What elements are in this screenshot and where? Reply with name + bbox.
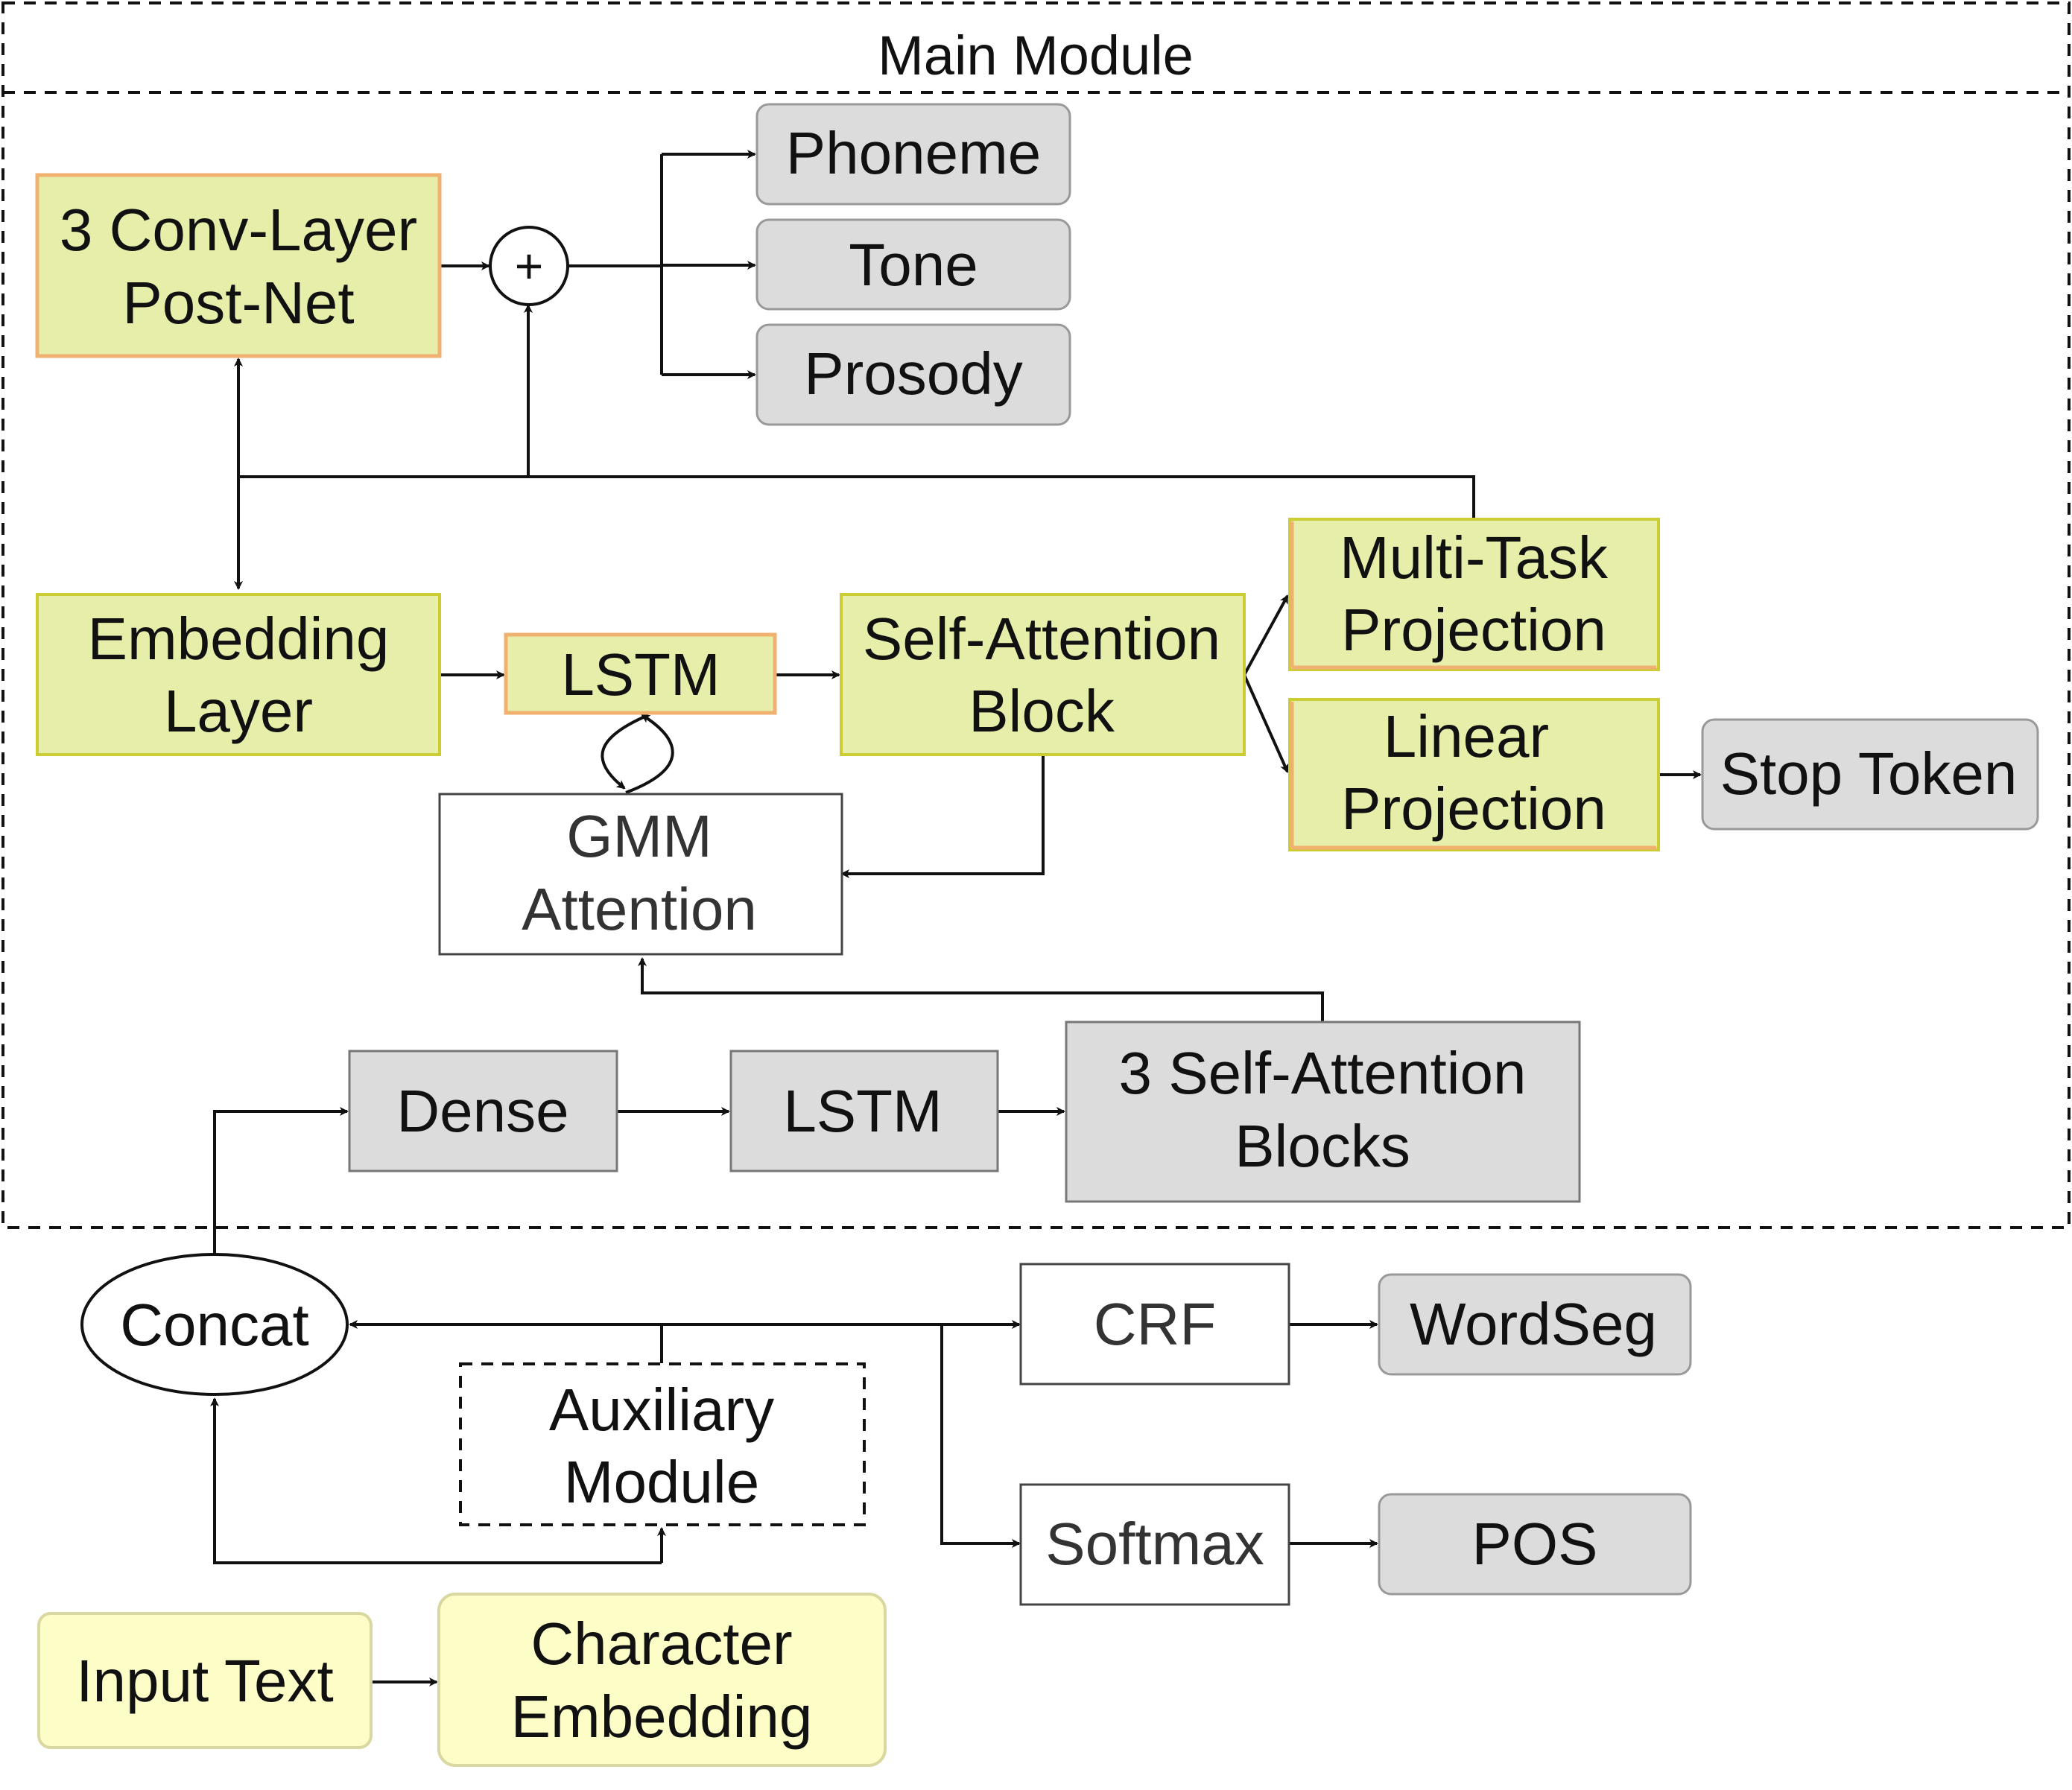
self-attention-blocks-line2: Blocks (1235, 1113, 1410, 1179)
softmax-box: Softmax (1019, 1483, 1290, 1606)
auxiliary-module-line1: Auxiliary (549, 1377, 774, 1443)
plus-sign: + (515, 238, 544, 293)
phoneme-box: Phoneme (755, 103, 1071, 206)
concat-node: Concat (80, 1253, 349, 1396)
post-net-label-line2: Post-Net (122, 270, 354, 336)
wordseg-label: WordSeg (1410, 1291, 1657, 1357)
prosody-box: Prosody (755, 323, 1071, 426)
crf-label: CRF (1094, 1291, 1216, 1357)
connectors (210, 150, 1702, 1686)
multi-task-projection-line2: Projection (1341, 597, 1606, 663)
lstm-bottom-label: LSTM (783, 1078, 942, 1144)
wordseg-box: WordSeg (1378, 1273, 1692, 1376)
pos-box: POS (1378, 1493, 1692, 1596)
character-embedding-line2: Embedding (511, 1683, 813, 1750)
pos-label: POS (1472, 1511, 1598, 1577)
self-attention-blocks-box: 3 Self-Attention Blocks (1065, 1021, 1581, 1203)
input-text-label: Input Text (76, 1648, 333, 1714)
linear-projection-line2: Projection (1341, 775, 1606, 842)
gmm-attention-line2: Attention (522, 876, 757, 942)
linear-projection-line1: Linear (1384, 703, 1549, 769)
gmm-attention-line1: GMM (566, 803, 712, 869)
phoneme-label: Phoneme (786, 120, 1041, 186)
multi-task-projection-box: Multi-Task Projection (1288, 518, 1660, 671)
character-embedding-box: Character Embedding (437, 1593, 887, 1767)
crf-box: CRF (1019, 1263, 1290, 1386)
tone-label: Tone (849, 232, 978, 298)
sum-node: + (489, 226, 569, 306)
main-module-title: Main Module (878, 25, 1194, 86)
self-attention-block-box: Self-Attention Block (840, 593, 1246, 756)
lstm-top-label: LSTM (561, 641, 720, 708)
post-net-label-line1: 3 Conv-Layer (60, 197, 417, 263)
multi-task-projection-line1: Multi-Task (1340, 524, 1609, 591)
input-text-box: Input Text (37, 1612, 373, 1749)
auxiliary-module-box: Auxiliary Module (459, 1362, 866, 1526)
dense-label: Dense (396, 1078, 568, 1144)
character-embedding-line1: Character (530, 1610, 792, 1677)
embedding-layer-line2: Layer (164, 678, 313, 744)
lstm-bottom-box: LSTM (729, 1050, 999, 1172)
stop-token-label: Stop Token (1720, 740, 2018, 807)
prosody-label: Prosody (804, 340, 1022, 407)
lstm-top-box: LSTM (504, 632, 777, 715)
tone-box: Tone (755, 218, 1071, 311)
auxiliary-module-line2: Module (564, 1449, 759, 1515)
linear-projection-box: Linear Projection (1288, 698, 1660, 851)
self-attention-block-line2: Block (969, 678, 1115, 744)
embedding-layer-box: Embedding Layer (36, 593, 441, 756)
dense-box: Dense (348, 1050, 618, 1172)
concat-label: Concat (120, 1292, 308, 1358)
self-attention-blocks-line1: 3 Self-Attention (1119, 1040, 1527, 1106)
self-attention-block-line1: Self-Attention (863, 606, 1220, 672)
post-net-box: 3 Conv-Layer Post-Net (35, 173, 442, 358)
gmm-attention-box: GMM Attention (438, 793, 843, 956)
main-module-frame: Main Module (1, 1, 2071, 1229)
stop-token-box: Stop Token (1701, 718, 2039, 831)
softmax-label: Softmax (1045, 1511, 1264, 1577)
embedding-layer-line1: Embedding (88, 606, 390, 672)
